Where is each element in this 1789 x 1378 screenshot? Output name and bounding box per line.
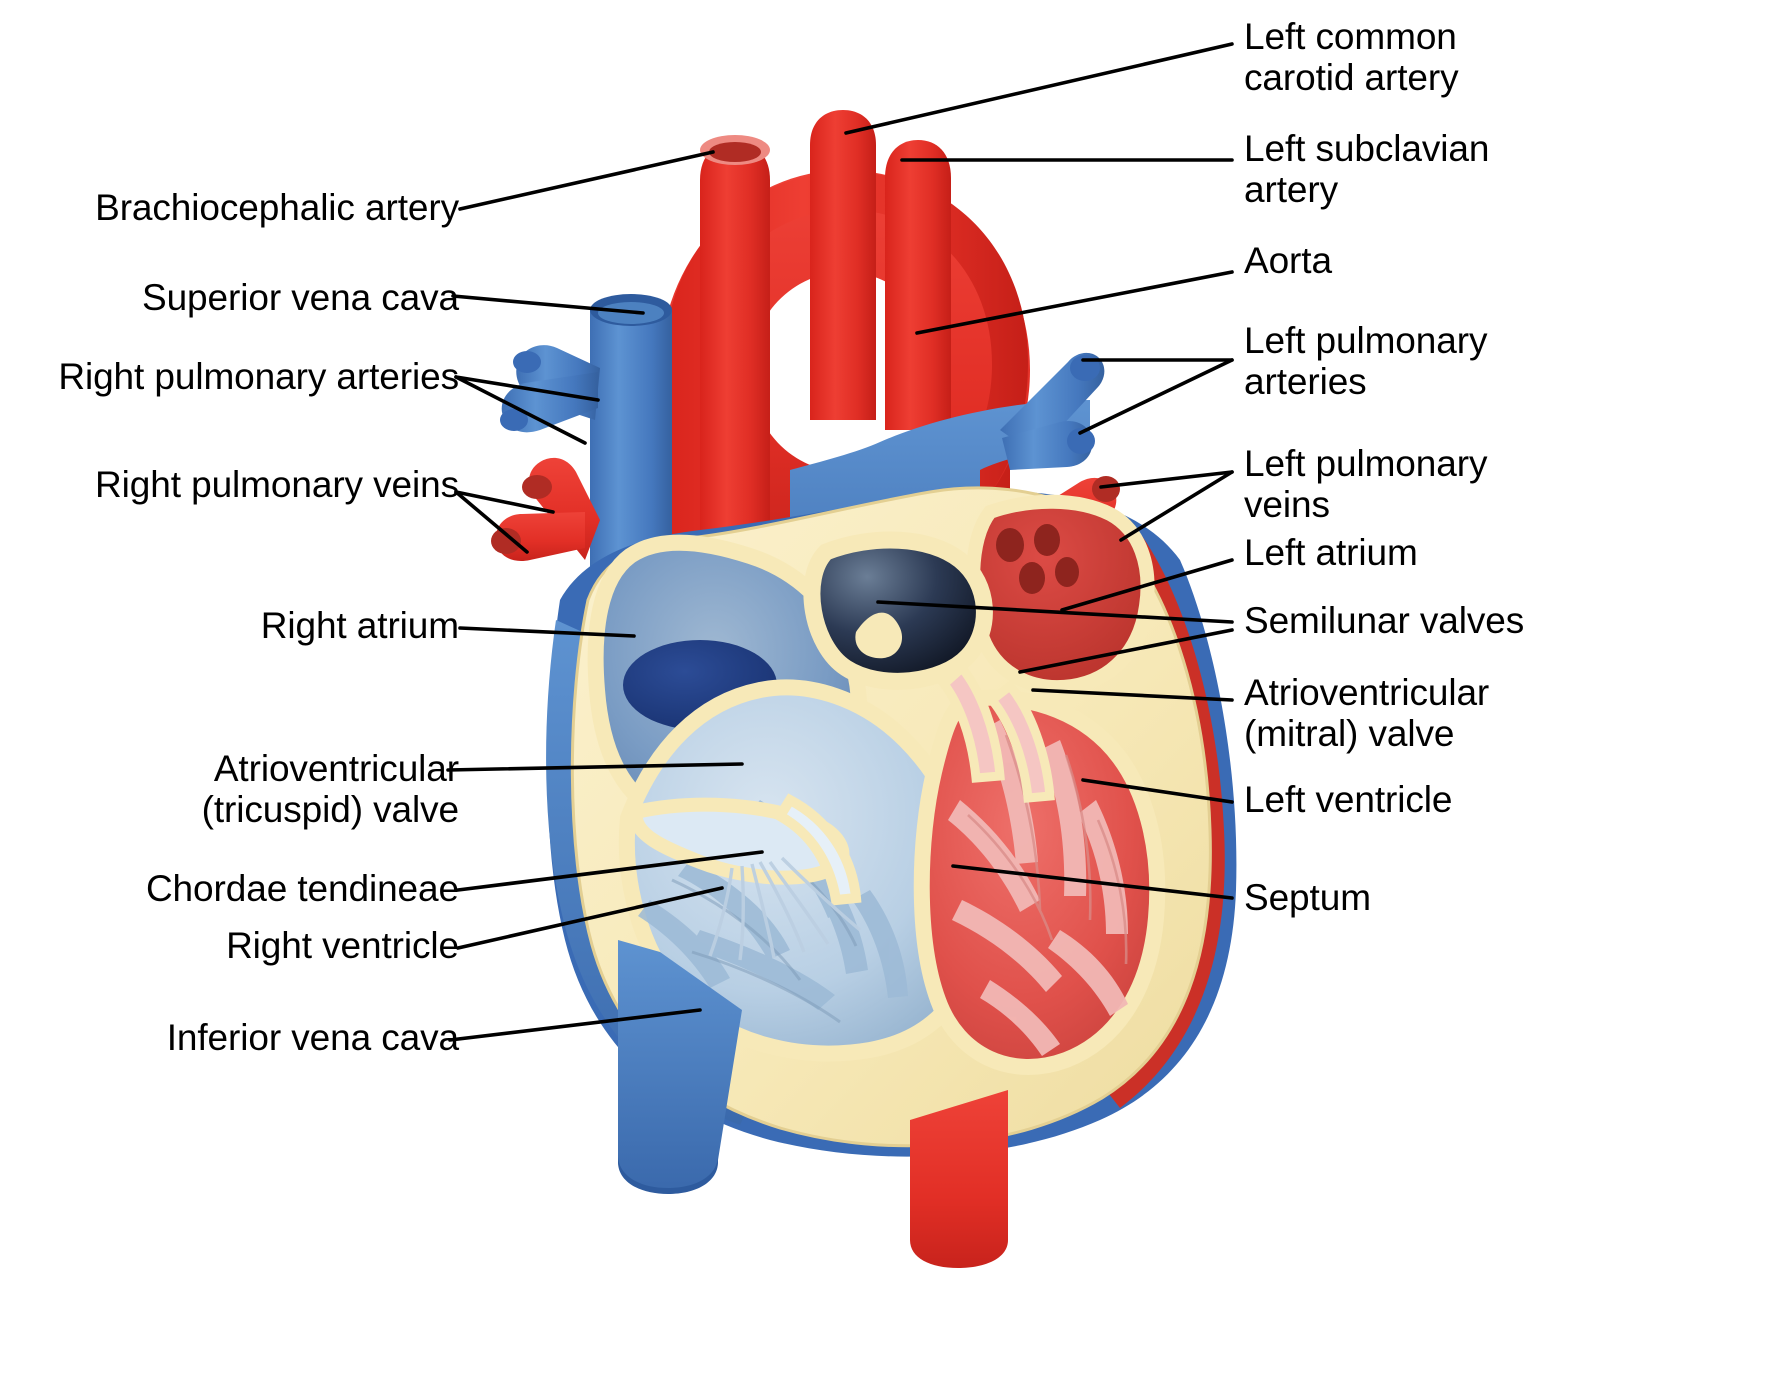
leader-line-atrioventricular-tricuspid-valve [446,762,744,772]
leader-line-left-pulmonary-arteries-b [1078,358,1234,435]
label-semilunar-valves: Semilunar valves [1244,600,1525,641]
label-atrioventricular-mitral-valve: Atrioventricular (mitral) valve [1244,672,1490,755]
leader-line-superior-vena-cava [451,294,645,315]
label-left-pulmonary-veins: Left pulmonary veins [1244,443,1488,526]
label-left-common-carotid-artery: Left common carotid artery [1244,16,1459,99]
leader-line-right-ventricle [456,886,724,950]
label-left-ventricle: Left ventricle [1244,779,1453,820]
leader-line-right-pulmonary-veins-b [454,490,529,554]
label-left-atrium: Left atrium [1244,532,1418,573]
leader-line-chordae-tendineae [456,850,764,892]
leader-line-left-pulmonary-veins-a [1099,470,1234,489]
label-left-pulmonary-arteries: Left pulmonary arteries [1244,320,1488,403]
label-superior-vena-cava: Superior vena cava [142,277,459,318]
leader-line-left-common-carotid-artery [844,42,1234,135]
label-left-subclavian-artery: Left subclavian artery [1244,128,1490,211]
leader-line-right-atrium [458,626,636,638]
label-right-pulmonary-arteries: Right pulmonary arteries [58,356,459,397]
leader-line-semilunar-valves-a [876,600,1234,624]
label-atrioventricular-tricuspid-valve: Atrioventricular (tricuspid) valve [201,748,459,831]
label-septum: Septum [1244,877,1371,918]
label-aorta: Aorta [1244,240,1332,281]
label-brachiocephalic-artery: Brachiocephalic artery [95,187,459,228]
leader-line-inferior-vena-cava [448,1008,702,1042]
leader-line-right-pulmonary-veins-a [454,490,555,514]
label-right-atrium: Right atrium [260,605,459,646]
leader-line-right-pulmonary-arteries-b [454,375,587,445]
label-right-ventricle: Right ventricle [226,925,459,966]
leader-line-septum [951,864,1234,900]
leader-line-left-atrium [1060,558,1234,612]
label-right-pulmonary-veins: Right pulmonary veins [95,464,459,505]
leader-line-semilunar-valves-b [1018,628,1234,674]
label-chordae-tendineae: Chordae tendineae [145,868,459,909]
label-inferior-vena-cava: Inferior vena cava [166,1017,459,1058]
leader-line-atrioventricular-mitral-valve [1031,688,1234,702]
leader-line-right-pulmonary-arteries-a [454,375,600,402]
leader-line-brachiocephalic-artery [458,150,715,211]
leader-line-left-pulmonary-veins-b [1119,470,1234,542]
leader-line-aorta [915,270,1234,335]
leader-line-left-ventricle [1081,778,1234,804]
